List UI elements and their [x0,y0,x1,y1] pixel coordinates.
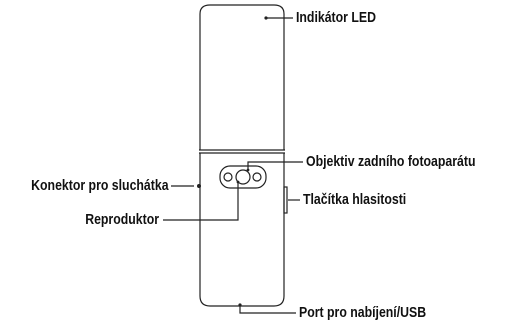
phone-bottom-housing [199,153,285,307]
label-volume-keys: Tlačítka hlasitosti [303,191,407,208]
camera-lens [235,169,251,185]
camera-flash-left [223,172,233,182]
headset-jack-dot [197,184,201,188]
camera-module [219,165,267,189]
leader-port [239,305,296,314]
volume-keys-shape [283,186,288,214]
camera-lens-dot [246,168,250,172]
speaker-dot [236,180,240,184]
port-dot [238,303,242,307]
label-speaker: Reproduktor [85,211,159,228]
leader-camera [247,161,303,170]
led-dot [264,16,268,20]
camera-sensor-right [252,172,262,182]
label-headset-jack: Konektor pro sluchátka [31,177,169,194]
phone-top-housing [199,4,285,150]
leader-speaker [163,182,239,221]
label-rear-camera-lens: Objektiv zadního fotoaparátu [306,153,476,170]
label-charger-usb-port: Port pro nabíjení/USB [299,304,427,321]
label-led-indicator: Indikátor LED [296,9,376,26]
